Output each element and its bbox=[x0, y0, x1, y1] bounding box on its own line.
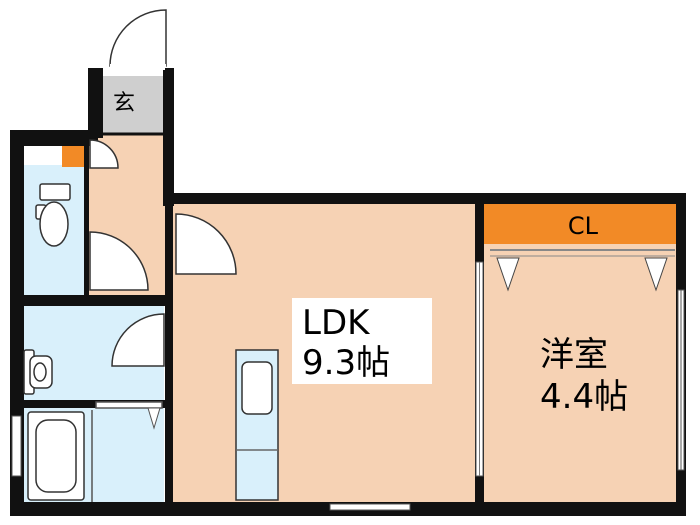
entrance-floor bbox=[103, 76, 163, 134]
ldk-door[interactable] bbox=[175, 213, 237, 275]
toilet-icon bbox=[35, 183, 71, 247]
western-room-name: 洋室 bbox=[540, 335, 608, 375]
closet-door-marker bbox=[496, 257, 520, 292]
closet-door-marker bbox=[644, 257, 668, 292]
closet bbox=[484, 203, 681, 244]
toilet-door[interactable] bbox=[89, 231, 149, 291]
bathroom-door[interactable] bbox=[95, 401, 163, 409]
ldk-name: LDK bbox=[302, 303, 371, 343]
meter-box bbox=[62, 145, 84, 167]
window-ldk-bottom bbox=[329, 503, 411, 511]
entrance-label: 玄 bbox=[113, 91, 135, 116]
washroom-door[interactable] bbox=[111, 313, 165, 367]
ldk-size: 9.3帖 bbox=[302, 343, 390, 383]
closet-label: CL bbox=[568, 212, 599, 240]
closet-door-small bbox=[89, 139, 119, 169]
kitchen-counter-icon bbox=[235, 349, 279, 501]
entrance-door[interactable] bbox=[109, 9, 167, 67]
bathtub-icon bbox=[27, 411, 85, 501]
window-bathroom bbox=[11, 415, 22, 477]
ldk-label-box bbox=[292, 298, 432, 384]
bathroom-door-marker bbox=[147, 407, 161, 430]
western-room-size: 4.4帖 bbox=[540, 377, 628, 417]
washbasin-icon bbox=[23, 349, 53, 395]
